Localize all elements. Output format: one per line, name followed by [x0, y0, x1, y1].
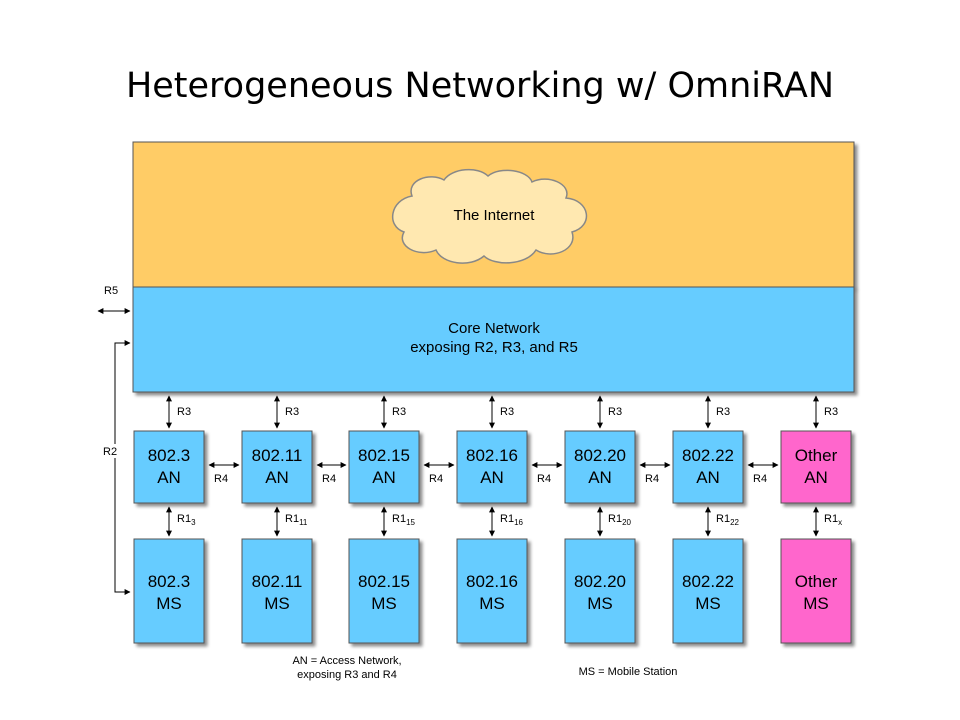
an-box-line1-802-11: 802.11 — [252, 446, 303, 465]
r2-connector — [114, 340, 131, 595]
ms-box-line2-802-11: MS — [264, 594, 290, 613]
r1-subscript-802-15: 15 — [406, 518, 415, 527]
an-box-802-11 — [241, 430, 313, 504]
r3-label-802-11: R3 — [285, 406, 299, 418]
r1-label-802-15: R115 — [392, 513, 416, 527]
ms-box-line2-802-20: MS — [587, 594, 613, 613]
ms-box-line2-802-15: MS — [371, 594, 397, 613]
an-box-line1-802-3: 802.3 — [148, 446, 191, 465]
r3-label-802-3: R3 — [177, 406, 191, 418]
r3-label-802-22: R3 — [716, 406, 730, 418]
r4-label-802-16: R4 — [537, 473, 551, 485]
an-box-line2-802-20: AN — [588, 468, 612, 487]
an-box-line1-802-16: 802.16 — [466, 446, 518, 465]
an-box-other — [780, 430, 852, 504]
an-box-line1-802-22: 802.22 — [682, 446, 734, 465]
ms-box-line1-802-22: 802.22 — [682, 572, 734, 591]
ms-box-802-22 — [672, 538, 744, 644]
internet-label: The Internet — [454, 207, 536, 224]
core-network-label: Core Network — [448, 320, 540, 337]
ms-box-line1-other: Other — [795, 572, 838, 591]
r4-label-802-3: R4 — [214, 473, 228, 485]
r1-subscript-802-11: 11 — [299, 518, 308, 527]
r1-subscript-802-20: 20 — [622, 518, 631, 527]
an-box-line2-802-11: AN — [265, 468, 289, 487]
ms-box-802-11 — [241, 538, 313, 644]
r4-label-802-15: R4 — [429, 473, 443, 485]
ms-box-802-16 — [456, 538, 528, 644]
r1-subscript-802-16: 16 — [514, 518, 523, 527]
r2-label-bg — [102, 444, 120, 458]
ms-box-line1-802-15: 802.15 — [358, 572, 410, 591]
ms-box-line2-other: MS — [803, 594, 829, 613]
ms-box-line1-802-16: 802.16 — [466, 572, 518, 591]
page-title: Heterogeneous Networking w/ OmniRAN — [125, 66, 835, 106]
an-box-line1-802-15: 802.15 — [358, 446, 410, 465]
core-network-sublabel: exposing R2, R3, and R5 — [410, 339, 578, 356]
internet-cloud-icon — [391, 168, 588, 264]
r1-label-802-3: R13 — [177, 513, 196, 527]
an-box-line2-802-16: AN — [480, 468, 504, 487]
ms-box-802-15 — [348, 538, 420, 644]
r3-label-802-15: R3 — [392, 406, 406, 418]
ms-box-line1-802-11: 802.11 — [252, 572, 303, 591]
core-network-zone — [132, 286, 855, 393]
r4-label-802-11: R4 — [322, 473, 336, 485]
an-legend-line1: AN = Access Network, — [292, 655, 401, 667]
r3-label-802-20: R3 — [608, 406, 622, 418]
r2-label: R2 — [103, 446, 117, 458]
ms-box-line2-802-3: MS — [156, 594, 182, 613]
r1-label-802-16: R116 — [500, 513, 524, 527]
an-box-line1-other: Other — [795, 446, 838, 465]
ms-box-line2-802-16: MS — [479, 594, 505, 613]
ms-box-line1-802-20: 802.20 — [574, 572, 626, 591]
an-box-line2-802-3: AN — [157, 468, 181, 487]
an-box-802-20 — [564, 430, 636, 504]
an-legend-line2: exposing R3 and R4 — [297, 669, 397, 681]
r5-label: R5 — [104, 285, 118, 297]
ms-box-802-20 — [564, 538, 636, 644]
an-box-802-15 — [348, 430, 420, 504]
ms-box-802-3 — [133, 538, 205, 644]
r1-subscript-802-3: 3 — [191, 518, 196, 527]
an-box-802-22 — [672, 430, 744, 504]
r1-subscript-802-22: 22 — [730, 518, 739, 527]
ms-box-line2-802-22: MS — [695, 594, 721, 613]
ms-legend: MS = Mobile Station — [579, 666, 678, 678]
access-columns: R3802.3ANR13802.3MSR4R3802.11ANR111802.1… — [133, 395, 852, 644]
an-box-line1-802-20: 802.20 — [574, 446, 626, 465]
an-box-line2-other: AN — [804, 468, 828, 487]
r1-subscript-other: x — [838, 518, 842, 527]
r1-label-other: R1x — [824, 513, 842, 527]
ms-box-line1-802-3: 802.3 — [148, 572, 191, 591]
an-box-line2-802-15: AN — [372, 468, 396, 487]
an-box-802-3 — [133, 430, 205, 504]
an-box-line2-802-22: AN — [696, 468, 720, 487]
r4-label-802-22: R4 — [753, 473, 767, 485]
r4-label-802-20: R4 — [645, 473, 659, 485]
an-box-802-16 — [456, 430, 528, 504]
r1-label-802-20: R120 — [608, 513, 632, 527]
r3-label-other: R3 — [824, 406, 838, 418]
r3-label-802-16: R3 — [500, 406, 514, 418]
r1-label-802-22: R122 — [716, 513, 740, 527]
r1-label-802-11: R111 — [285, 513, 308, 527]
ms-box-other — [780, 538, 852, 644]
